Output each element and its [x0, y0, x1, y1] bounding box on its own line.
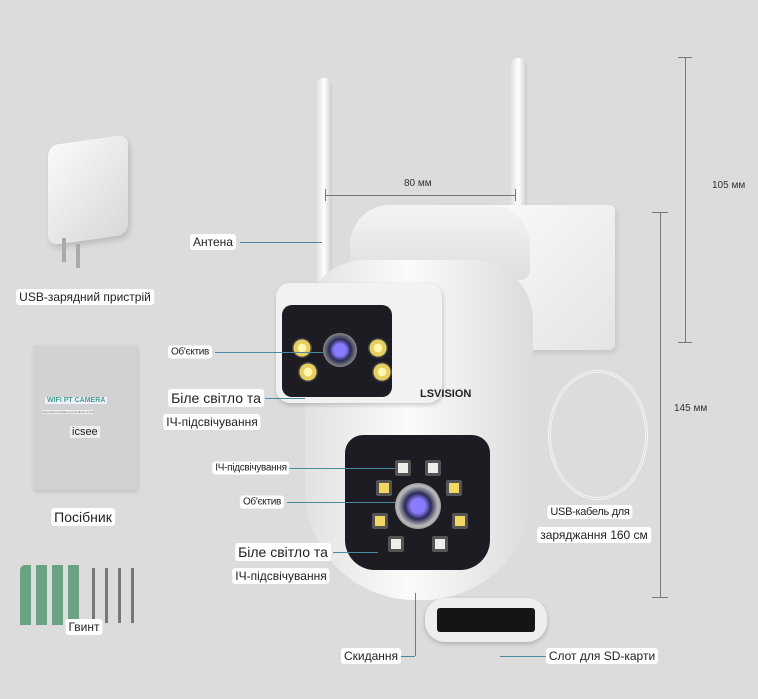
- upper-height-value: 105 мм: [712, 180, 746, 191]
- reset-label: Скидання: [340, 648, 402, 664]
- sd-slot-leader: [500, 656, 546, 657]
- lower-lens-icon: [395, 483, 441, 529]
- upper-led-icon: [372, 362, 392, 382]
- charger-prong-icon: [62, 238, 66, 262]
- ir-led-icon: [432, 536, 448, 552]
- manual-app-name: icsee: [70, 426, 100, 438]
- usb-cable-image: [548, 370, 648, 500]
- white-led-icon: [452, 513, 468, 529]
- antenna-dimension-line: [325, 195, 515, 196]
- ir-led-icon: [425, 460, 441, 476]
- manual-title: WIFI PT CAMERA: [45, 397, 108, 404]
- ir-led-icon: [388, 536, 404, 552]
- white-led-icon: [446, 480, 462, 496]
- upper-led-icon: [292, 338, 312, 358]
- dimension-tick: [678, 342, 692, 343]
- reset-leader: [398, 656, 415, 657]
- screws-label: Гвинт: [65, 619, 103, 635]
- white-led-icon: [376, 480, 392, 496]
- charger-label: USB-зарядний пристрій: [16, 289, 154, 305]
- dimension-tick: [678, 57, 692, 58]
- body-height-line: [660, 212, 661, 598]
- left-antenna: [316, 78, 332, 293]
- manual-subtitle: Короткий посібник для Android та IOS: [42, 410, 95, 414]
- upper-light-leader: [265, 398, 305, 399]
- upper-height-line: [685, 57, 686, 343]
- lower-ir-leader: [285, 468, 395, 469]
- manual-label: Посібник: [51, 508, 115, 526]
- upper-light-label-line1: Біле світло та: [168, 389, 264, 407]
- charger-prong-icon: [76, 244, 80, 268]
- cable-label-line2: заряджання 160 см: [537, 527, 651, 543]
- lower-lens-label: Об'єктив: [239, 495, 285, 509]
- manual-image: [33, 345, 137, 490]
- screws-image: [92, 568, 140, 623]
- usb-charger-image: [48, 134, 128, 246]
- antenna-label: Антена: [190, 234, 236, 250]
- upper-led-icon: [298, 362, 318, 382]
- lower-light-label-line1: Біле світло та: [235, 543, 331, 561]
- antenna-spacing-value: 80 мм: [404, 178, 432, 189]
- lower-lens-leader: [287, 502, 395, 503]
- upper-lens-icon: [323, 333, 357, 367]
- antenna-leader: [240, 242, 322, 243]
- sd-slot-opening: [437, 608, 535, 632]
- white-led-icon: [372, 513, 388, 529]
- upper-lens-leader: [215, 352, 323, 353]
- upper-lens-label: Об'єктив: [167, 345, 213, 359]
- dimension-tick: [515, 189, 516, 201]
- brand-logo: LSVISION: [420, 388, 472, 400]
- upper-light-label-line2: ІЧ-підсвічування: [163, 414, 261, 430]
- dimension-tick: [652, 597, 668, 598]
- sd-slot-label: Слот для SD-карти: [545, 648, 659, 664]
- dimension-tick: [652, 212, 668, 213]
- lower-ir-label: ІЧ-підсвічування: [212, 461, 290, 475]
- body-height-value: 145 мм: [674, 403, 708, 414]
- lower-light-leader: [333, 552, 378, 553]
- ir-led-icon: [395, 460, 411, 476]
- dimension-tick: [325, 189, 326, 201]
- anchors-image: [20, 565, 84, 625]
- reset-leader-vertical: [415, 593, 416, 656]
- cable-label-line1: USB-кабель для: [547, 505, 633, 519]
- upper-led-icon: [368, 338, 388, 358]
- lower-light-label-line2: ІЧ-підсвічування: [232, 568, 330, 584]
